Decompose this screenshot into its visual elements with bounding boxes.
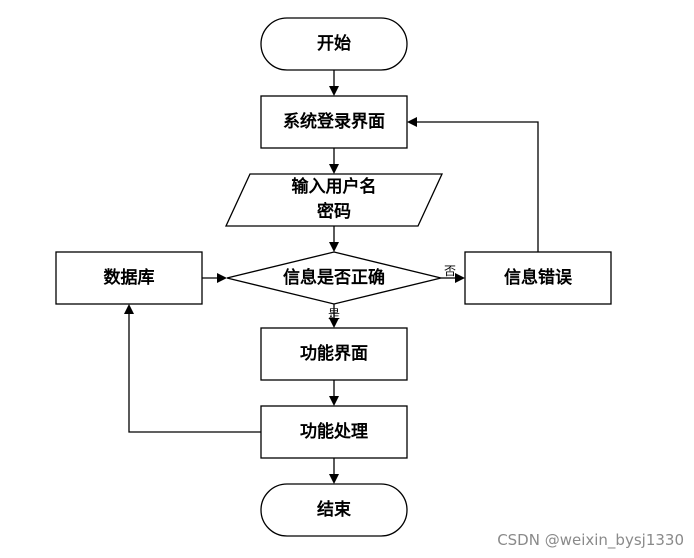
arrowhead bbox=[124, 304, 134, 314]
arrowhead bbox=[329, 474, 339, 484]
decision-label: 信息是否正确 bbox=[283, 267, 385, 288]
watermark: CSDN @weixin_bysj1330 bbox=[497, 531, 684, 550]
arrowhead bbox=[329, 86, 339, 96]
arrowhead bbox=[217, 273, 227, 283]
edge-yes-label: 是 bbox=[328, 307, 340, 321]
function-process-label: 功能处理 bbox=[300, 421, 368, 442]
arrow-error-login bbox=[415, 121, 539, 252]
input-parallelogram bbox=[224, 173, 444, 227]
function-ui-label: 功能界面 bbox=[300, 343, 368, 364]
edge-no-label: 否 bbox=[444, 264, 456, 278]
arrowhead bbox=[329, 164, 339, 174]
arrowhead bbox=[329, 318, 339, 328]
arrow-process-database bbox=[128, 312, 261, 433]
arrowhead bbox=[407, 117, 417, 127]
login-label: 系统登录界面 bbox=[283, 111, 385, 132]
arrowhead bbox=[329, 396, 339, 406]
function-ui-box bbox=[260, 327, 408, 381]
error-label: 信息错误 bbox=[504, 267, 573, 288]
start-label: 开始 bbox=[317, 33, 351, 54]
arrowhead bbox=[455, 273, 465, 283]
input-label-line2: 密码 bbox=[317, 201, 351, 222]
arrowhead bbox=[329, 242, 339, 252]
end-label: 结束 bbox=[317, 499, 351, 520]
database-box bbox=[55, 251, 203, 305]
database-label: 数据库 bbox=[104, 267, 155, 288]
login-box bbox=[260, 95, 408, 149]
input-label-line1: 输入用户名 bbox=[292, 176, 377, 197]
